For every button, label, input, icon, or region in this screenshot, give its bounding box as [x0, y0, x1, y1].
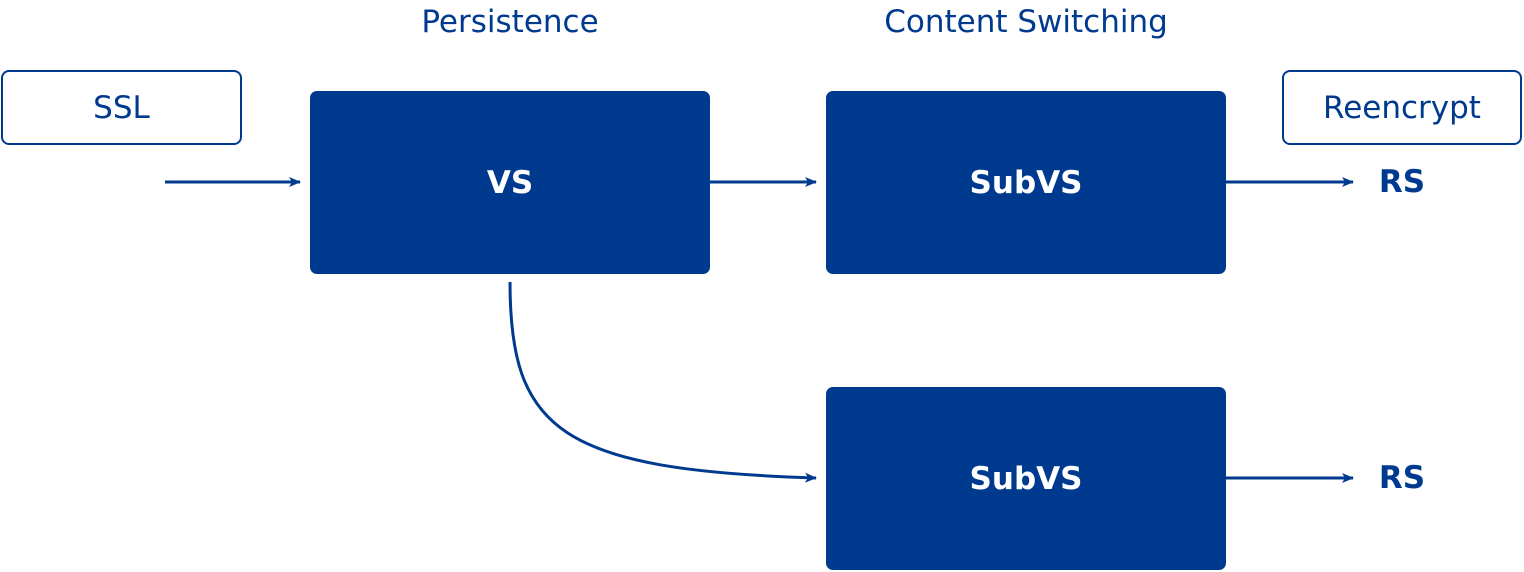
subvs-bottom-node: SubVS [826, 387, 1226, 570]
ssl-tag: SSL [1, 70, 242, 145]
content-switching-heading: Content Switching [884, 4, 1168, 40]
reencrypt-tag-label: Reencrypt [1323, 89, 1481, 126]
arrow-vs-to-subvs-bottom [508, 281, 817, 483]
subvs-top-node-label: SubVS [969, 164, 1083, 201]
vs-node: VS [310, 91, 710, 274]
persistence-heading: Persistence [421, 4, 599, 40]
subvs-bottom-node-label: SubVS [969, 460, 1083, 497]
ssl-tag-label: SSL [93, 89, 150, 126]
rs-top-endpoint: RS [1378, 164, 1426, 200]
reencrypt-tag: Reencrypt [1282, 70, 1522, 145]
subvs-top-node: SubVS [826, 91, 1226, 274]
vs-node-label: VS [486, 164, 534, 201]
rs-bottom-endpoint: RS [1378, 460, 1426, 496]
